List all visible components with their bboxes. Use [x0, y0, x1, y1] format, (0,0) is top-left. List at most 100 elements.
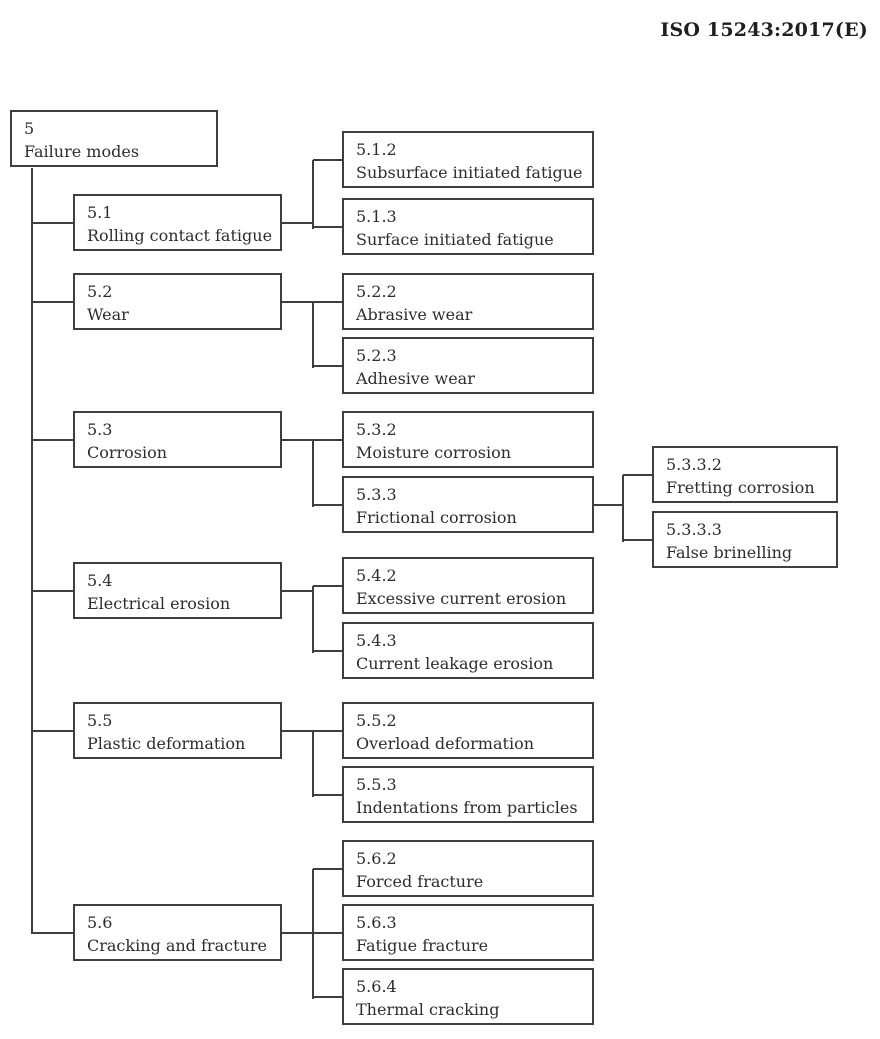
connector-line-horizontal [282, 439, 313, 441]
node-label: Cracking and fracture [87, 936, 267, 955]
node-number: 5.6.2 [356, 849, 397, 868]
connector-line-horizontal [31, 439, 73, 441]
connector-line-horizontal [31, 932, 73, 934]
node-label: Wear [87, 305, 129, 324]
connector-line-vertical [312, 869, 314, 999]
connector-line-horizontal [313, 650, 342, 652]
connector-line-horizontal [313, 996, 342, 998]
node-label: Plastic deformation [87, 734, 246, 753]
node-label: False brinelling [666, 543, 793, 562]
node-label: Indentations from particles [356, 798, 578, 817]
node-number: 5.6.3 [356, 913, 397, 932]
node-number: 5.6.4 [356, 977, 397, 996]
connector-line-horizontal [31, 730, 73, 732]
connector-line-horizontal [313, 439, 342, 441]
connector-line-horizontal [282, 301, 313, 303]
connector-line-vertical [312, 302, 314, 368]
connector-line-horizontal [313, 226, 342, 228]
node-number: 5.3.3.3 [666, 520, 722, 539]
connector-line-horizontal [313, 794, 342, 796]
connector-line-horizontal [282, 222, 313, 224]
node-number: 5 [24, 119, 35, 138]
connector-line-horizontal [594, 504, 623, 506]
connector-line-horizontal [313, 585, 342, 587]
node-number: 5.5.2 [356, 711, 397, 730]
connector-line-horizontal [313, 159, 342, 161]
node-number: 5.3.2 [356, 420, 397, 439]
connector-line-horizontal [31, 301, 73, 303]
node-number: 5.2.3 [356, 346, 397, 365]
node-label: Fatigue fracture [356, 936, 489, 955]
node-label: Failure modes [24, 142, 140, 161]
node-number: 5.3.3.2 [666, 455, 722, 474]
node-label: Current leakage erosion [356, 654, 554, 673]
node-number: 5.2.2 [356, 282, 397, 301]
node-number: 5.5.3 [356, 775, 397, 794]
connector-line-horizontal [282, 590, 313, 592]
connector-line-vertical [31, 168, 33, 933]
connector-line-horizontal [313, 932, 342, 934]
connector-line-horizontal [623, 539, 652, 541]
node-label: Overload deformation [356, 734, 534, 753]
node-label: Adhesive wear [356, 369, 475, 388]
node-number: 5.4.3 [356, 631, 397, 650]
node-label: Electrical erosion [87, 594, 231, 613]
node-label: Frictional corrosion [356, 508, 517, 527]
connector-line-horizontal [282, 730, 313, 732]
node-number: 5.3 [87, 420, 113, 439]
connector-line-horizontal [313, 868, 342, 870]
node-label: Moisture corrosion [356, 443, 512, 462]
connector-line-horizontal [31, 590, 73, 592]
connector-line-horizontal [313, 301, 342, 303]
connector-line-horizontal [313, 365, 342, 367]
node-number: 5.4 [87, 571, 113, 590]
node-number: 5.3.3 [356, 485, 397, 504]
node-label: Rolling contact fatigue [87, 226, 273, 245]
node-label: Corrosion [87, 443, 168, 462]
node-label: Thermal cracking [356, 1000, 500, 1019]
connector-line-horizontal [623, 474, 652, 476]
standard-reference: ISO 15243:2017(E) [660, 19, 868, 41]
connector-line-horizontal [282, 932, 313, 934]
connector-line-vertical [312, 586, 314, 653]
node-number: 5.1.3 [356, 207, 397, 226]
node-number: 5.6 [87, 913, 113, 932]
node-number: 5.4.2 [356, 566, 397, 585]
node-label: Fretting corrosion [666, 478, 815, 497]
node-number: 5.1.2 [356, 140, 397, 159]
node-label: Abrasive wear [356, 305, 473, 324]
connector-line-vertical [312, 440, 314, 507]
node-number: 5.2 [87, 282, 113, 301]
connector-line-vertical [312, 731, 314, 797]
connector-line-horizontal [313, 504, 342, 506]
node-label: Excessive current erosion [356, 589, 567, 608]
connector-line-vertical [622, 475, 624, 542]
connector-line-vertical [312, 160, 314, 229]
node-number: 5.5 [87, 711, 113, 730]
node-label: Forced fracture [356, 872, 484, 891]
connector-line-horizontal [313, 730, 342, 732]
